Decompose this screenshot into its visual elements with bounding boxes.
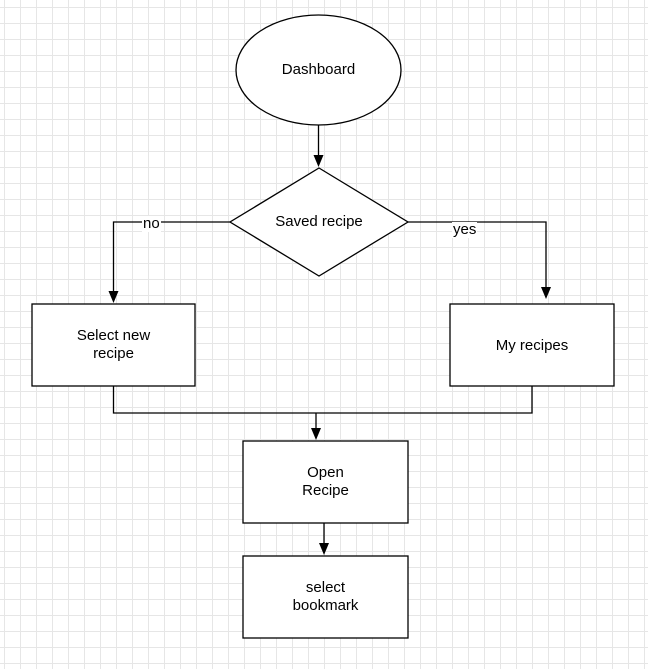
select-bookmark-label: select bookmark [292, 579, 359, 614]
saved-recipe-label: Saved recipe [275, 213, 363, 230]
edge-label-no: no [142, 215, 161, 232]
dashboard-label: Dashboard [281, 61, 356, 78]
open-recipe-label: Open Recipe [302, 464, 349, 499]
edge-my-recipes-merge [316, 386, 533, 414]
my-recipes-label: My recipes [495, 337, 569, 354]
my-recipes-node[interactable] [449, 303, 615, 387]
select-new-recipe-node[interactable] [31, 303, 196, 387]
edge-select-new-recipe-merge [112, 386, 316, 414]
edge-saved-recipe-no-branch [112, 221, 230, 292]
arrowhead-no-branch [108, 291, 119, 303]
arrowhead-open-recipe-to-select-bookmark [319, 543, 329, 555]
arrowhead-merge-to-open-recipe [311, 428, 321, 440]
select-bookmark-node[interactable] [242, 555, 409, 639]
arrowhead-yes-branch [541, 287, 551, 299]
select-new-recipe-label: Select new recipe [76, 327, 151, 362]
saved-recipe-decision-node[interactable] [228, 167, 410, 277]
edge-label-yes: yes [452, 221, 478, 238]
open-recipe-node[interactable] [242, 440, 409, 524]
arrowhead-dashboard-to-saved-recipe [313, 155, 324, 167]
